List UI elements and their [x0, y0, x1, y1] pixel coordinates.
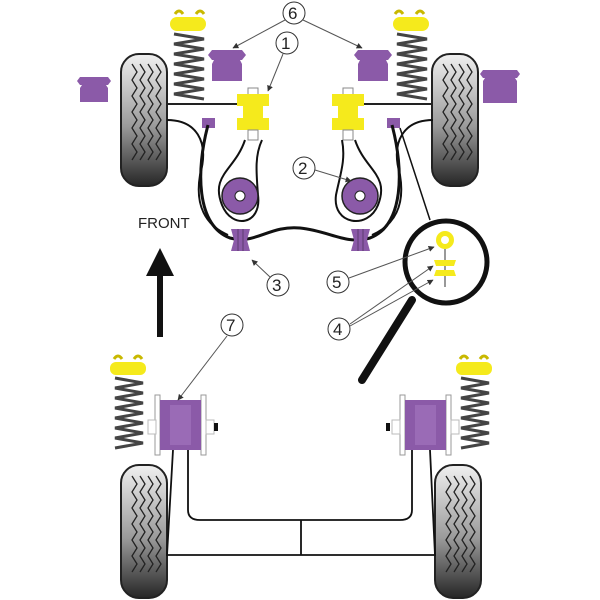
front-left-tyre [120, 53, 168, 187]
front-left-spring [170, 9, 206, 101]
rear-left-trailing-arm-bush [147, 394, 218, 456]
rear-right-spring [456, 354, 492, 450]
rear-right-trailing-arm-bush [386, 394, 460, 456]
front-left-outer-bump-stop [77, 77, 111, 102]
front-label: FRONT [138, 215, 190, 232]
front-right-round-bush [341, 177, 379, 215]
front-left-yellow-bush [237, 87, 269, 141]
front-right-spring [393, 9, 429, 101]
svg-text:1: 1 [281, 34, 290, 53]
magnifying-glass-icon [358, 127, 490, 384]
callout-1: 1 [267, 31, 299, 92]
rear-right-tyre [434, 464, 482, 599]
svg-text:5: 5 [332, 273, 341, 292]
anti-roll-bar [199, 124, 401, 242]
front-right-bump-stop [354, 50, 392, 81]
callout-6: 6 [232, 1, 363, 49]
callout-7: 7 [177, 313, 244, 401]
callout-5: 5 [326, 246, 435, 294]
svg-text:3: 3 [272, 276, 281, 295]
front-right-tyre [431, 53, 479, 187]
front-left-bump-stop [208, 50, 246, 81]
front-right-outer-bump-stop [480, 70, 520, 103]
rear-left-spring [110, 354, 146, 450]
svg-text:4: 4 [333, 320, 342, 339]
callout-3: 3 [251, 259, 290, 297]
callout-2: 2 [292, 156, 352, 183]
svg-text:7: 7 [226, 316, 235, 335]
front-left-arb-bush [231, 229, 250, 251]
rear-left-tyre [120, 464, 168, 599]
front-left-round-bush [221, 177, 259, 215]
callout-4: 4 [327, 265, 434, 341]
front-right-arb-bush [351, 229, 370, 251]
rear-beam-axle [166, 449, 436, 556]
svg-text:2: 2 [298, 159, 307, 178]
front-right-droplink-top [387, 118, 400, 128]
front-right-yellow-bush [332, 87, 364, 141]
up-arrow-icon [146, 248, 174, 337]
front-left-droplink-top [202, 118, 215, 128]
svg-text:6: 6 [288, 4, 297, 23]
